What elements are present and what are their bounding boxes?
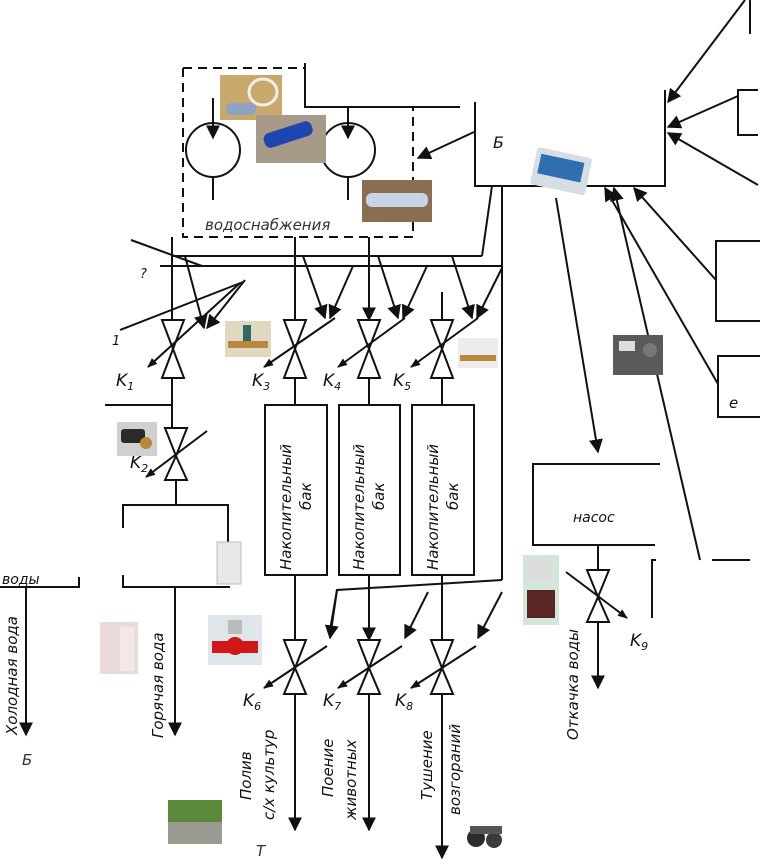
valve-k1[interactable]: K1 bbox=[116, 255, 246, 393]
svg-text:с/х культур: с/х культур bbox=[260, 730, 278, 820]
svg-text:K7: K7 bbox=[323, 691, 341, 713]
firefighting-label: Тушение bbox=[418, 730, 436, 800]
cold-water-label: Холодная вода bbox=[3, 616, 21, 736]
valve-k3[interactable]: K3 bbox=[252, 255, 354, 393]
pump-group-border bbox=[182, 67, 414, 238]
tank-2-label: Накопительный bbox=[350, 444, 368, 570]
lower-valves: K6 K7 K8 Полив с/х культур Поение животн… bbox=[168, 575, 503, 860]
upper-valves: K1 ? 1 K3 K4 bbox=[105, 237, 503, 428]
cold-box-label: воды bbox=[2, 572, 40, 588]
drain-pump-box bbox=[532, 463, 660, 546]
plc-photo bbox=[530, 147, 592, 196]
drain-pump-section: насос K9 Откачка воды bbox=[523, 463, 660, 740]
svg-text:K9: K9 bbox=[630, 631, 648, 653]
storage-tank-1 bbox=[264, 404, 328, 576]
hot-water-label: Горячая вода bbox=[149, 632, 167, 738]
irrigation-label: Полив bbox=[237, 751, 255, 800]
svg-text:K1: K1 bbox=[116, 371, 134, 393]
tanks: Накопительный бак Накопительный бак Нако… bbox=[264, 404, 475, 576]
valve-k2[interactable]: K2 bbox=[130, 427, 208, 481]
svg-text:возгораний: возгораний bbox=[446, 724, 464, 815]
svg-text:бак: бак bbox=[297, 482, 315, 510]
sensor-box-1 bbox=[715, 240, 760, 322]
control-lines bbox=[130, 185, 503, 580]
pump-group-label: водоснабжения bbox=[205, 216, 330, 234]
pump-supply-line bbox=[304, 63, 460, 108]
water-heater-section: воды Холодная вода Горячая вода Б bbox=[0, 504, 242, 769]
svg-text:Т: Т bbox=[256, 842, 267, 860]
tank-1-label: Накопительный bbox=[277, 444, 295, 570]
controller: Б bbox=[416, 0, 759, 196]
right-sensors: е bbox=[555, 186, 760, 561]
valve-k2-group: K2 bbox=[117, 422, 208, 505]
svg-text:K2: K2 bbox=[130, 453, 148, 475]
svg-text:K4: K4 bbox=[323, 371, 341, 393]
valve-k5[interactable]: K5 bbox=[393, 255, 503, 393]
pump-out-label: Откачка воды bbox=[564, 629, 582, 740]
svg-text:Б: Б bbox=[22, 751, 32, 769]
water-heater-photo bbox=[216, 541, 242, 585]
drain-pump-label: насос bbox=[573, 510, 615, 526]
svg-text:K6: K6 bbox=[243, 691, 261, 713]
valve-k4[interactable]: K4 bbox=[323, 255, 428, 393]
storage-tank-3 bbox=[411, 404, 475, 576]
svg-text:K8: K8 bbox=[395, 691, 413, 713]
svg-text:е: е bbox=[729, 394, 738, 412]
svg-text:1: 1 bbox=[112, 334, 120, 349]
livestock-watering-label: Поение bbox=[319, 739, 337, 797]
sensor-box-2 bbox=[717, 355, 760, 418]
svg-text:животных: животных bbox=[342, 739, 360, 821]
svg-text:?: ? bbox=[140, 267, 147, 282]
storage-tank-2 bbox=[338, 404, 401, 576]
svg-text:K3: K3 bbox=[252, 371, 270, 393]
solenoid-valve-photo-2 bbox=[458, 338, 498, 368]
svg-text:K5: K5 bbox=[393, 371, 411, 393]
valve-k8[interactable]: K8 bbox=[395, 639, 477, 713]
controller-label: Б bbox=[493, 133, 504, 152]
svg-text:бак: бак bbox=[444, 482, 462, 510]
fire-pump-photo bbox=[467, 826, 502, 848]
svg-text:бак: бак bbox=[370, 482, 388, 510]
valve-k7[interactable]: K7 bbox=[323, 639, 403, 713]
pump-group: водоснабжения bbox=[182, 63, 460, 238]
tank-3-label: Накопительный bbox=[424, 444, 442, 570]
